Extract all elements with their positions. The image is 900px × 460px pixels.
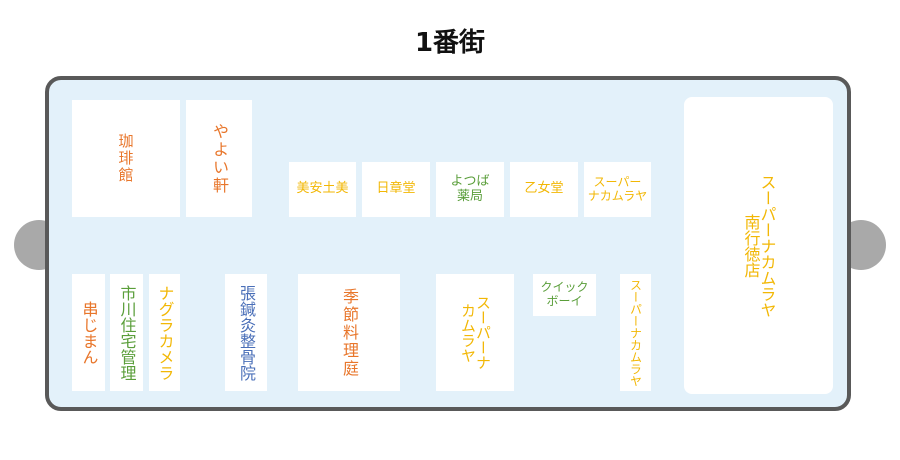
shop-nakamuraya-narrow[interactable]: スーパーナカムラヤ [620,274,651,391]
shop-label: 珈 琲 館 [118,131,134,185]
shop-label: やよい軒 [210,122,229,195]
shop-label: スーパー ナカムラヤ [587,174,648,203]
shop-yayoi[interactable]: やよい軒 [186,100,252,217]
shop-label: 季節料理庭 [340,287,359,378]
shop-label: 日章堂 [376,181,416,197]
shop-label: スーパーナカムラヤ南行徳店 [741,173,777,318]
shop-nakamuraya-south[interactable]: スーパーナカムラヤ南行徳店 [684,97,833,394]
shop-biandobi[interactable]: 美安土美 [289,162,356,217]
shop-ichikawa[interactable]: 市川住宅管理 [110,274,143,391]
shop-label: 乙女堂 [524,181,564,197]
shop-nisshodo[interactable]: 日章堂 [362,162,430,217]
shop-kisetsu[interactable]: 季節料理庭 [298,274,400,391]
map-title: 1番街 [414,28,486,58]
shop-quickboy[interactable]: クイック ボーイ [533,274,596,316]
shop-label: クイック ボーイ [540,280,589,308]
shop-label: よつば 薬局 [450,173,490,204]
shop-label: 張鍼灸整骨院 [237,284,256,381]
shop-label: 市川住宅管理 [117,284,137,381]
shop-coffee[interactable]: 珈 琲 館 [72,100,180,217]
shop-nakamuraya-mid[interactable]: スーパーナカムラヤ [436,274,514,391]
shop-label: スーパーナカムラヤ [628,278,643,387]
shop-label: 串じまん [79,300,99,365]
shop-kushijiman[interactable]: 串じまん [72,274,105,391]
shop-nagura[interactable]: ナグラカメラ [149,274,180,391]
shop-nakamuraya-top[interactable]: スーパー ナカムラヤ [584,162,651,217]
shop-otomedo[interactable]: 乙女堂 [510,162,578,217]
shop-label: ナグラカメラ [155,284,175,381]
shop-label: スーパーナカムラヤ [459,295,492,370]
shop-label: 美安土美 [296,181,349,197]
shop-harikyu[interactable]: 張鍼灸整骨院 [225,274,267,391]
shop-yotsuba[interactable]: よつば 薬局 [436,162,504,217]
